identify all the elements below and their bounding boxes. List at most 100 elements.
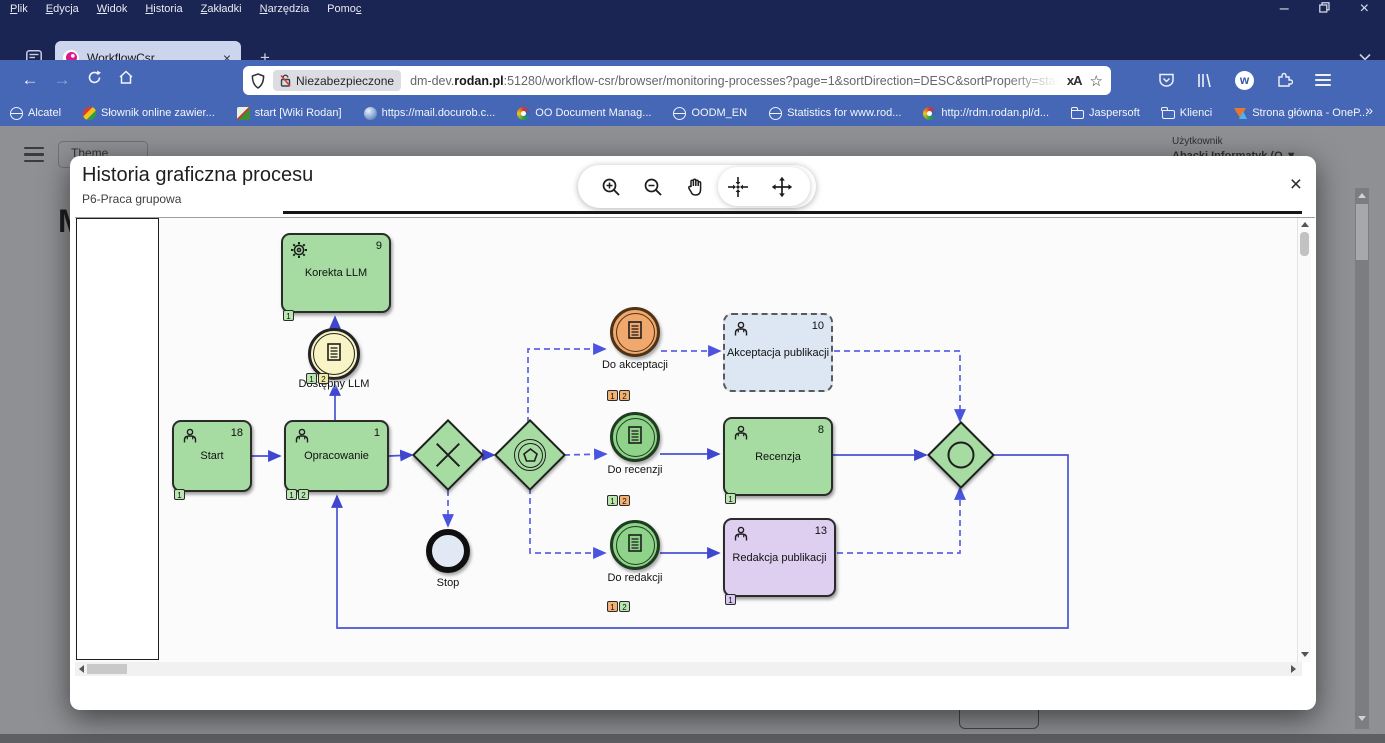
bookmark-item[interactable]: https://mail.docurob.c... [363,106,495,120]
restore-button[interactable] [1318,0,1330,18]
menu-item-zakładki[interactable]: Zakładki [200,3,242,15]
bookmark-item[interactable]: Klienci [1161,107,1212,119]
user-icon [732,425,750,446]
zoom-in-icon[interactable] [601,177,621,197]
event-label: Stop [436,577,460,589]
bookmark-item[interactable]: Strona główna - OneP... [1234,107,1368,120]
diagram-vertical-scrollbar[interactable] [1297,218,1311,662]
dialog-subtitle: P6-Praca grupowa [82,192,182,206]
home-button[interactable] [110,70,142,90]
badge-2: 2 [619,601,630,612]
page-footer-strip [0,734,1385,743]
event-do-recenzji[interactable] [610,412,660,462]
app-menu-icon[interactable] [1315,74,1331,86]
diagram-toolbar [578,165,816,208]
menu-item-edycja[interactable]: Edycja [45,3,79,15]
library-icon[interactable] [1197,73,1213,88]
move-icon[interactable] [771,176,793,198]
page-scrollbar-thumb[interactable] [1356,204,1368,260]
new-tab-button[interactable]: + [260,48,270,67]
globe-icon [10,106,23,120]
dialog-close-icon[interactable]: × [1289,173,1302,196]
parrot-icon [83,106,97,120]
menu-item-plik[interactable]: Plik [10,3,28,15]
minimize-button[interactable]: – [1279,0,1289,17]
task-label: Opracowanie [304,450,369,462]
menu-item-historia[interactable]: Historia [145,3,183,15]
gateway-circle[interactable] [927,421,995,489]
pocket-icon[interactable] [1158,73,1175,88]
bookmark-star-icon[interactable]: ☆ [1089,72,1103,90]
task-number: 10 [811,320,824,332]
center-view-icon[interactable] [727,176,749,198]
user-icon [732,321,750,342]
menu-item-pomoc[interactable]: Pomoc [327,3,362,15]
url-bar[interactable]: Niezabezpieczone dm-dev.rodan.pl:51280/w… [243,66,1111,95]
gateway-event[interactable] [493,418,567,492]
bookmark-item[interactable]: OO Document Manag... [517,106,651,120]
task-label: Recenzja [755,450,801,463]
translate-icon[interactable]: xA [1066,73,1083,88]
document-icon [326,342,342,367]
event-inner-ring [615,525,655,565]
instance-badges: 1 [725,594,736,605]
event-do-akceptacji[interactable] [610,307,660,357]
menu-item-widok[interactable]: Widok [96,3,128,15]
document-icon [627,425,643,450]
gear-icon [290,241,308,264]
zoom-out-icon[interactable] [643,177,663,197]
task-number: 8 [817,424,824,436]
bookmark-item[interactable]: Jaspersoft [1070,107,1140,119]
gateway-x[interactable] [411,418,485,492]
mail-icon [363,106,377,120]
task-label: Redakcja publikacji [732,551,827,564]
shield-icon[interactable] [251,72,265,89]
url-text: dm-dev.rodan.pl:51280/workflow-csr/brows… [410,73,1059,88]
bookmarks-bar: Alcatel Słownik online zawier... start [Wi… [0,100,1385,126]
close-window-button[interactable]: × [1359,0,1369,17]
list-all-tabs-icon[interactable] [1359,48,1371,66]
page-scrollbar[interactable] [1355,188,1369,729]
event-dostepny-llm[interactable] [308,328,360,380]
event-inner-ring [615,312,655,352]
back-button[interactable]: ← [21,70,39,89]
bookmark-item[interactable]: Słownik online zawier... [83,106,215,120]
h-scrollbar-thumb[interactable] [87,664,127,674]
extensions-puzzle-icon[interactable] [1276,72,1293,88]
event-do-redakcji[interactable] [610,520,660,570]
page-menu-icon [24,147,44,162]
bookmarks-overflow-chevron[interactable]: » [1365,102,1373,118]
reload-button[interactable] [78,70,110,90]
bookmark-item[interactable]: start [Wiki Rodan] [236,106,342,120]
process-history-dialog: Historia graficzna procesu P6-Praca grup… [70,156,1316,710]
v-scrollbar-thumb[interactable] [1300,232,1309,256]
document-icon [627,320,643,345]
w-extension-icon[interactable]: w [1235,70,1254,90]
bookmark-item[interactable]: Alcatel [10,106,61,120]
window-controls: – × [1280,0,1385,18]
task-label: Korekta LLM [304,267,368,279]
event-label: Do recenzji [607,464,663,476]
bookmark-item[interactable]: http://rdm.rodan.pl/d... [923,106,1049,120]
diagram-edges [252,315,1069,629]
bookmark-item[interactable]: Statistics for www.rod... [769,106,901,120]
badge-1: 1 [174,489,185,500]
forward-button[interactable]: → [53,70,71,89]
diagram-horizontal-scrollbar[interactable] [75,662,1302,676]
security-badge[interactable]: Niezabezpieczone [273,70,402,91]
event-stop[interactable] [426,529,470,573]
menu-item-narzędzia[interactable]: Narzędzia [259,3,310,15]
bookmark-item[interactable]: OODM_EN [673,106,747,120]
pan-hand-icon[interactable] [685,177,705,197]
tab-close-icon[interactable]: × [222,49,231,66]
